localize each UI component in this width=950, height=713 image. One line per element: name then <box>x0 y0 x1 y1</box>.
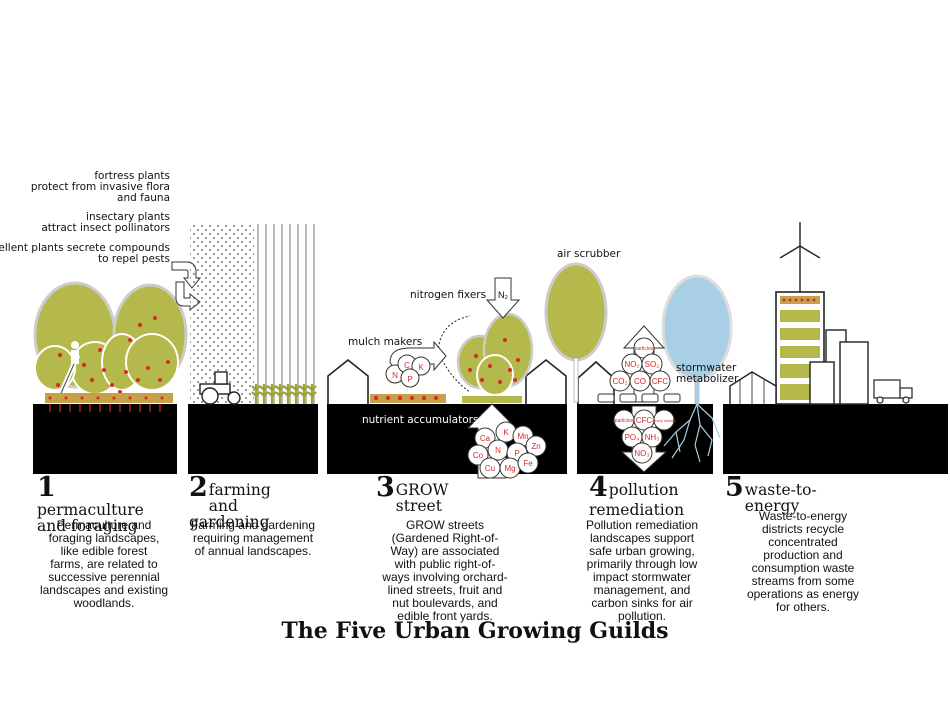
ground-slab-2 <box>188 404 318 474</box>
label-fortress-line1: fortress plants <box>94 170 170 182</box>
chem-soil-particles: particles <box>615 418 634 424</box>
label-stormwater-metabolizer: stormwater metabolizer <box>676 363 738 385</box>
ground-slab-5 <box>723 404 948 474</box>
guild-3-number: 3 <box>376 472 395 503</box>
chem-ca: Ca <box>480 434 491 443</box>
guild-2-number: 2 <box>189 472 208 503</box>
chem-no2: NO₂ <box>624 360 639 369</box>
cars <box>597 393 681 403</box>
guild-2-name: farming and gardening <box>189 481 271 531</box>
guild-4-name: pollution remediation <box>589 481 685 519</box>
forager-figure <box>71 341 79 364</box>
chem-cu: Cu <box>485 464 495 473</box>
wind-turbine-icon <box>779 222 821 292</box>
chem-po4: PO₄ <box>625 433 640 442</box>
tractor-icon <box>199 371 241 405</box>
guild-5-name: waste-to-energy <box>744 481 817 515</box>
chem-co2: CO₂ <box>612 377 627 386</box>
guild-4-heading: 4 pollution remediation <box>589 472 685 519</box>
chem-k: K <box>503 428 509 437</box>
chem-cfc-air: CFC <box>652 377 669 386</box>
guild-4-number: 4 <box>589 472 608 503</box>
chem-mulch-c: C <box>404 361 410 370</box>
shrub-row <box>45 393 173 403</box>
label-fortress-line2: protect from invasive flora <box>30 181 170 193</box>
guild-1-name: permaculture and foraging <box>37 501 144 535</box>
crop-lines <box>257 224 315 404</box>
truck-icon <box>873 379 913 404</box>
label-stormwater-line1: stormwater <box>676 362 737 374</box>
label-nitrogen-fixers: nitrogen fixers <box>410 289 487 301</box>
chem-n2: N₂ <box>498 290 508 300</box>
chem-air-particles: particles <box>635 346 654 352</box>
label-stormwater-line2: metabolizer <box>676 373 739 385</box>
guild-3-description: GROW streets (Gardened Right-of- Way) ar… <box>382 518 508 623</box>
chem-mn: Mn <box>517 432 528 441</box>
guild-3-name: GROW street <box>395 481 449 515</box>
permaculture-scene <box>33 261 202 412</box>
house-right <box>525 358 567 404</box>
label-repellent-plants: repellent plants secrete compounds to re… <box>0 243 170 265</box>
tree-bed <box>462 396 522 403</box>
house-left <box>327 358 369 404</box>
mulch-bubbles: N C K P <box>385 354 431 388</box>
crop-rows <box>251 384 317 404</box>
silos <box>809 329 869 405</box>
chem-n: N <box>495 446 501 455</box>
roots <box>49 404 161 412</box>
nutrient-bubbles: Ca K Mn Co N P Zn Cu Mg Fe <box>467 421 547 479</box>
root-network <box>663 403 721 463</box>
label-mulch-makers: mulch makers <box>348 336 423 348</box>
soil-bubbles: particles CFC heavy metals PO₄ NH₃ NO₃ <box>613 409 676 464</box>
guild-3-heading: 3 GROW street <box>376 472 480 515</box>
page-title: The Five Urban Growing Guilds <box>281 618 669 644</box>
ground-slab-1 <box>33 404 177 474</box>
chem-mg: Mg <box>504 464 515 473</box>
chem-mulch-p: P <box>407 375 412 384</box>
chem-fe: Fe <box>523 459 533 468</box>
guild-1-number: 1 <box>37 472 56 503</box>
chem-no3: NO₃ <box>634 449 649 458</box>
n2-arrow-icon <box>485 277 521 319</box>
chem-co: Co <box>473 451 484 460</box>
chem-mulch-n: N <box>392 371 398 380</box>
chem-so2: SO₂ <box>645 360 660 369</box>
farming-scene <box>190 224 317 405</box>
guild-2-description: Farming and gardening requiring manageme… <box>190 518 316 558</box>
label-fortress-line3: and fauna <box>117 192 170 204</box>
guild-4-description: Pollution remediation landscapes support… <box>585 518 699 623</box>
chem-heavy-metals: heavy metals <box>652 418 676 423</box>
guild-5-number: 5 <box>725 472 744 503</box>
guild-5-heading: 5 waste-to-energy <box>725 472 851 515</box>
air-bubbles: particles NO₂ SO₂ CO₂ CO CFC <box>609 337 671 392</box>
guild-1-heading: 1 permaculture and foraging <box>37 472 144 535</box>
chem-co-air: CO <box>634 377 646 386</box>
street-trees <box>456 312 534 396</box>
chem-nh3: NH₃ <box>645 433 660 442</box>
label-nutrient-accumulators: nutrient accumulators <box>362 414 479 426</box>
chem-mulch-k: K <box>418 363 424 372</box>
label-insectary-plants: insectary plants attract insect pollinat… <box>41 212 170 234</box>
label-air-scrubber: air scrubber <box>557 248 621 260</box>
chem-p: P <box>514 449 519 458</box>
label-repellent-line1: repellent plants secrete compounds <box>0 242 170 254</box>
waste-energy-scene <box>729 222 913 405</box>
guild-5-description: Waste-to-energy districts recycle concen… <box>746 509 860 614</box>
label-insectary-line2: attract insect pollinators <box>41 222 170 234</box>
mulch-row <box>370 394 446 403</box>
guild-2-heading: 2 farming and gardening <box>189 472 285 531</box>
chem-zn: Zn <box>531 442 540 451</box>
label-repellent-line2: to repel pests <box>98 253 170 265</box>
guild-1-description: Permaculture and foraging landscapes, li… <box>39 518 169 610</box>
label-fortress-plants: fortress plants protect from invasive fl… <box>31 171 170 204</box>
chem-cfc-soil: CFC <box>636 416 653 425</box>
label-insectary-line1: insectary plants <box>86 211 170 223</box>
